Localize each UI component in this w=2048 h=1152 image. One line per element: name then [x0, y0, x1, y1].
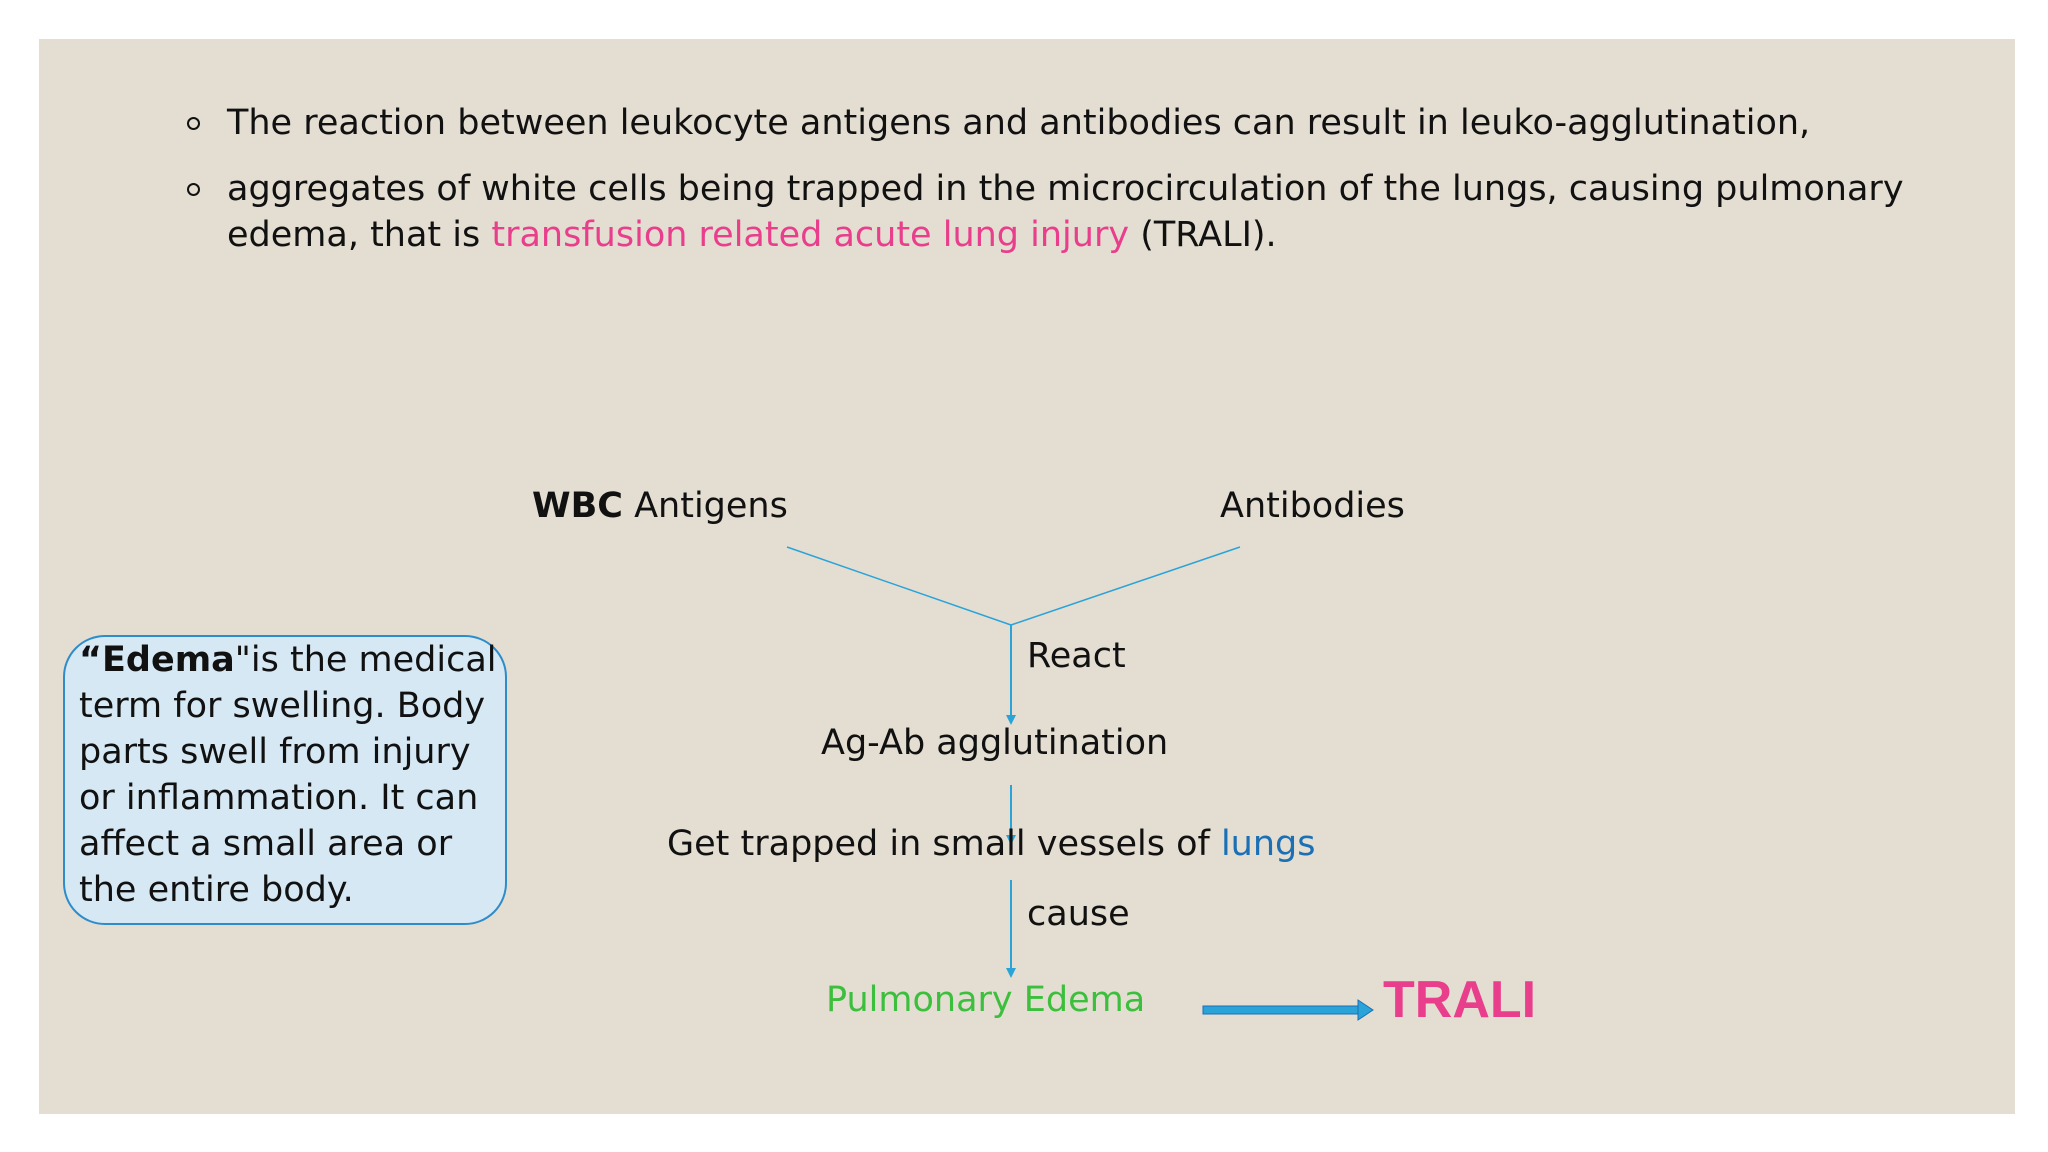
wbc-bold-label: WBC — [532, 486, 623, 526]
cause-label: cause — [1027, 894, 1130, 934]
react-label: React — [1027, 636, 1126, 676]
arrow-to-trali — [1202, 999, 1374, 1021]
bullet-text-2-start: aggregates of white cells being trapped … — [227, 169, 1904, 255]
connector-antibodies — [1010, 546, 1241, 626]
trapped-text: Get trapped in small vessels of — [667, 824, 1221, 864]
edema-definition-text: "is the medical term for swelling. Body … — [79, 640, 497, 910]
bullet-item-2: aggregates of white cells being trapped … — [185, 166, 1905, 258]
trali-label: TRALI — [1383, 971, 1537, 1029]
bullet-item-1: The reaction between leukocyte antigens … — [185, 100, 1905, 146]
bullet-text-2-end: (TRALI). — [1129, 215, 1277, 255]
wbc-antigens-label: WBC Antigens — [532, 484, 788, 528]
agglutination-label: Ag-Ab agglutination — [821, 723, 1169, 763]
slide-background — [39, 39, 2015, 1114]
pulmonary-edema-label: Pulmonary Edema — [826, 980, 1146, 1020]
trali-definition-highlight: transfusion related acute lung injury — [491, 215, 1130, 255]
lungs-label: lungs — [1220, 824, 1316, 864]
edema-definition-box: “Edema"is the medical term for swelling.… — [63, 635, 507, 925]
bullet-text-1: The reaction between leukocyte antigens … — [227, 103, 1811, 143]
bullet-circle-icon — [187, 117, 200, 130]
antigens-label: Antigens — [622, 486, 788, 526]
bullet-circle-icon — [187, 183, 200, 196]
bullet-list: The reaction between leukocyte antigens … — [185, 100, 1905, 278]
antibodies-label: Antibodies — [1220, 486, 1405, 526]
connector-antigens — [786, 546, 1012, 626]
edema-term: “Edema — [79, 640, 235, 680]
trapped-label: Get trapped in small vessels of lungs — [667, 822, 1316, 866]
